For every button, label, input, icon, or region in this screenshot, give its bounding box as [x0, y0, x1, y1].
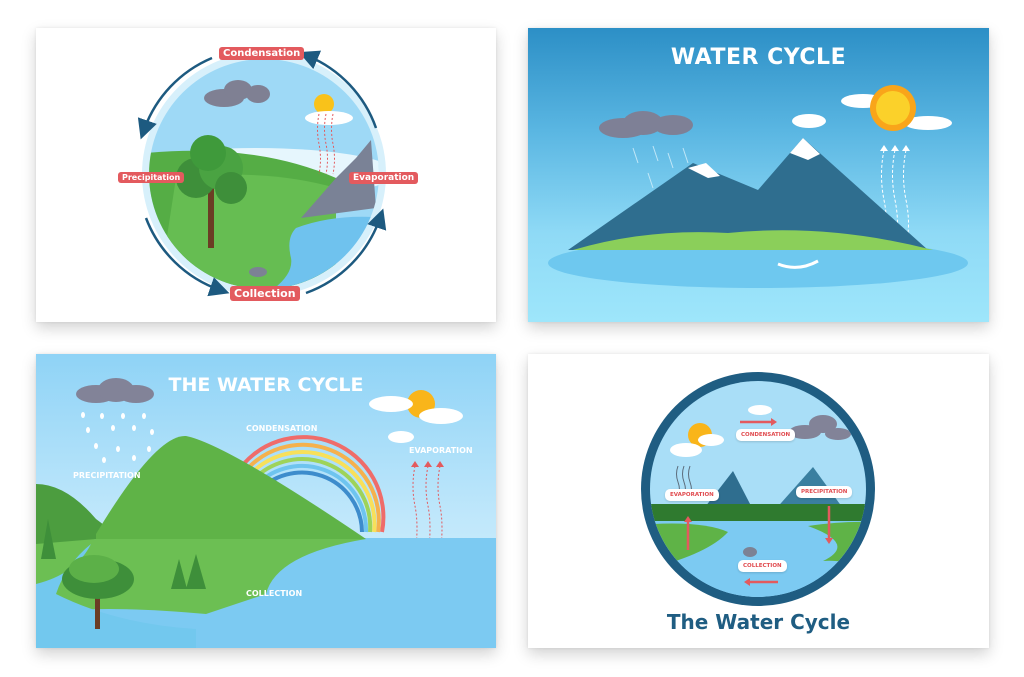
label-condensation: CONDENSATION	[736, 429, 796, 441]
process-arrows	[684, 418, 833, 586]
circular-scene-illustration	[137, 50, 387, 297]
label-collection: COLLECTION	[738, 560, 787, 572]
label-precipitation: PRECIPITATION	[73, 471, 141, 480]
label-evaporation: Evaporation	[349, 172, 419, 184]
cycle-arrow-collection-to-evaporation	[305, 208, 387, 295]
rainbow	[234, 435, 386, 533]
panel-round-badge: CONDENSATION EVAPORATION PRECIPITATION C…	[528, 354, 989, 648]
rain-cloud-icon	[76, 378, 154, 403]
rain-cloud-icon	[204, 80, 270, 107]
rain-cloud-icon	[599, 111, 693, 138]
island-scene-illustration	[548, 85, 968, 288]
sun-icon	[314, 94, 334, 114]
rain-cloud-icon	[789, 415, 851, 440]
label-precipitation: Precipitation	[118, 172, 185, 183]
panel-circular-diagram: Condensation Precipitation Evaporation C…	[36, 28, 496, 322]
cycle-arrow-precipitation-to-collection	[144, 217, 230, 297]
label-collection: COLLECTION	[246, 589, 303, 598]
label-condensation: Condensation	[219, 47, 305, 60]
cycle-arrow-evaporation-to-condensation	[298, 50, 378, 129]
label-condensation: CONDENSATION	[246, 424, 318, 433]
cycle-arrow-condensation-to-precipitation	[137, 56, 213, 140]
panel-island-mountains: WATER CYCLE	[528, 28, 989, 322]
badge-scene-illustration	[641, 372, 875, 606]
label-evaporation: EVAPORATION	[409, 446, 473, 455]
tree-icon	[176, 135, 247, 248]
mountains	[568, 138, 928, 250]
tree-icon	[62, 555, 134, 629]
cliff-rock	[301, 140, 376, 218]
label-precipitation: PRECIPITATION	[796, 486, 853, 498]
panel-title: THE WATER CYCLE	[168, 374, 364, 396]
rainbow-scene-illustration	[36, 378, 496, 648]
stone	[249, 267, 267, 277]
panel-title: WATER CYCLE	[670, 45, 847, 70]
green-mountain	[96, 435, 366, 544]
label-evaporation: EVAPORATION	[665, 489, 719, 501]
label-collection: Collection	[230, 286, 300, 301]
panel-title: The Water Cycle	[666, 610, 851, 634]
panel-rainbow-landscape: THE WATER CYCLE PRECIPITATION CONDENSATI…	[36, 354, 496, 648]
